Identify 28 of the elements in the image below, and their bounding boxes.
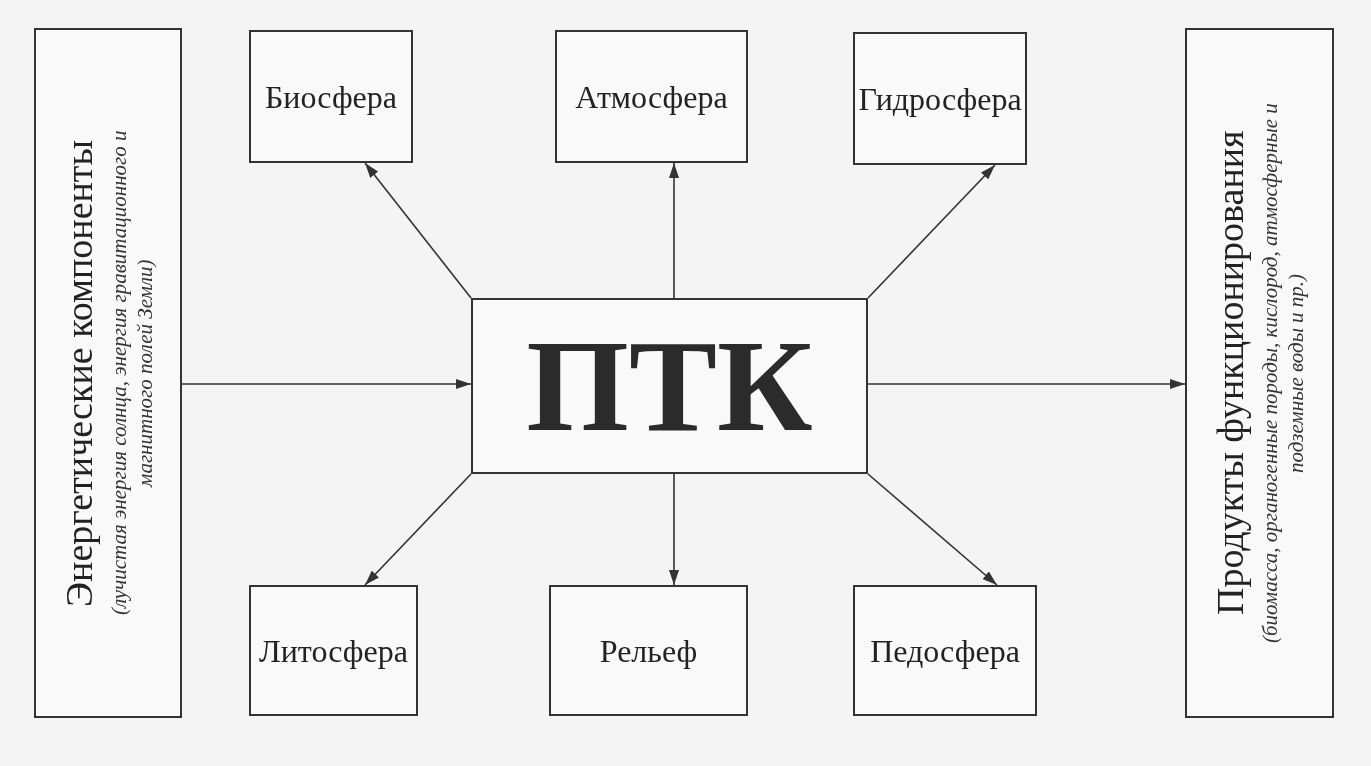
component-box	[555, 30, 748, 163]
box-label: Литосфера	[259, 631, 408, 671]
side-panel	[34, 28, 182, 718]
arrow	[181, 379, 472, 389]
arrow	[669, 473, 679, 586]
central-box	[471, 298, 868, 474]
arrow	[867, 473, 998, 586]
arrow	[364, 473, 472, 586]
component-box	[249, 30, 413, 163]
panel-note: (лучистая энергия солнца, энергия гравитационного и магнитного полей Земли)	[105, 129, 158, 618]
component-box	[549, 585, 748, 716]
box-label: Атмосфера	[575, 77, 728, 117]
panel-note: (биомасса, органогенные породы, кислород, атмосферные и подземные воды и пр.)	[1257, 102, 1310, 645]
central-label: ПТК	[526, 320, 813, 452]
panel-title: Энергетические компоненты	[57, 139, 101, 607]
arrow	[867, 164, 996, 299]
component-box	[249, 585, 418, 716]
arrow	[364, 162, 472, 299]
component-box	[853, 585, 1037, 716]
component-box	[853, 32, 1027, 165]
box-label: Рельеф	[599, 631, 698, 671]
panel-title: Продукты функционирования	[1209, 130, 1253, 616]
box-label: Педосфера	[870, 631, 1020, 671]
arrow	[669, 162, 679, 299]
box-label: Гидросфера	[858, 79, 1022, 119]
box-label: Биосфера	[265, 77, 397, 117]
side-panel	[1185, 28, 1334, 718]
arrow	[867, 379, 1186, 389]
